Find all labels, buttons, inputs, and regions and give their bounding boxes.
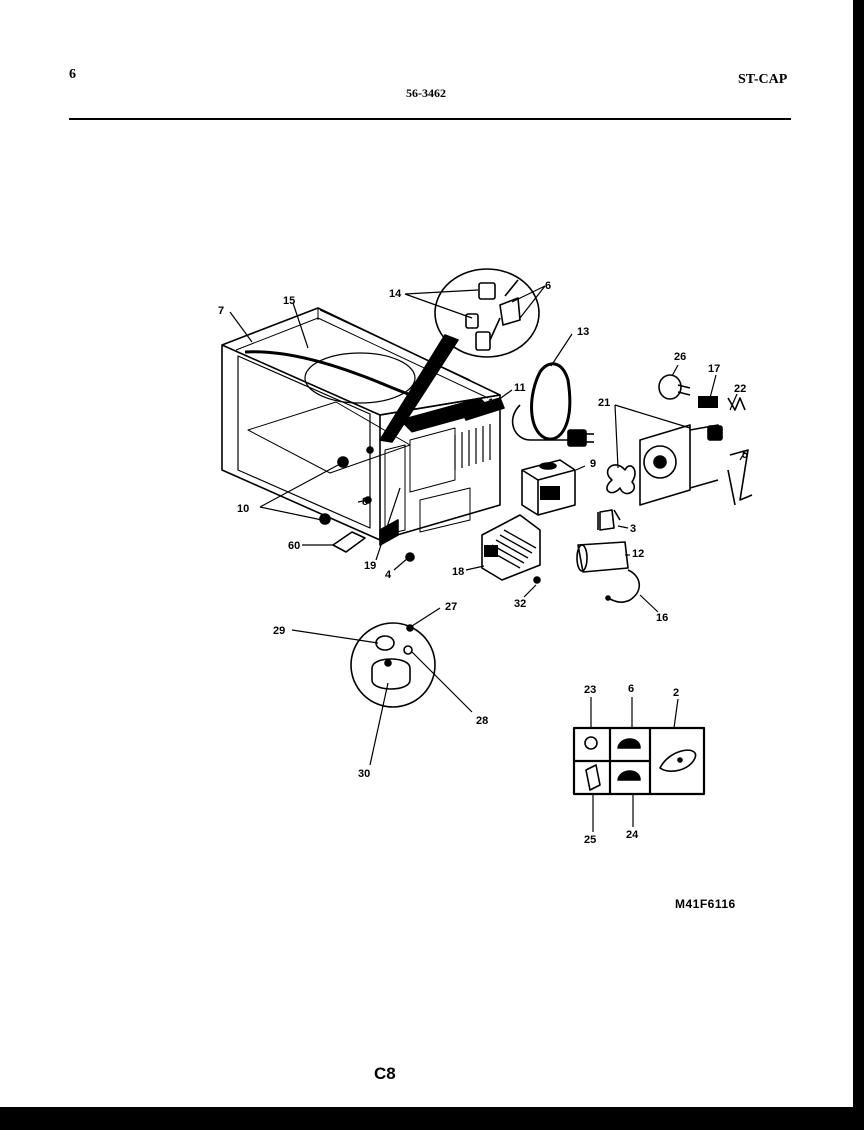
fan-assembly — [606, 424, 753, 506]
fasteners — [319, 446, 541, 584]
callout-8: 8 — [362, 496, 368, 508]
thermal-zoom-circle — [350, 622, 436, 708]
interlock-zoom-circle — [434, 268, 540, 358]
callout-25: 25 — [584, 834, 596, 846]
callout-1: 1 — [488, 397, 494, 409]
callout-32: 32 — [514, 598, 526, 610]
callout-27: 27 — [445, 601, 457, 613]
model-code: ST-CAP — [738, 72, 788, 87]
callout-11: 11 — [514, 382, 526, 394]
header-rule — [69, 118, 791, 120]
page-label: C8 — [374, 1064, 396, 1083]
callout-16: 16 — [656, 612, 668, 624]
callout-15: 15 — [283, 295, 295, 307]
part-number: 56-3462 — [406, 86, 446, 100]
callout-3: 3 — [630, 523, 636, 535]
leader-lines — [229, 285, 746, 832]
callout-9: 9 — [590, 458, 596, 470]
callout-17: 17 — [708, 363, 720, 375]
callout-22: 22 — [734, 383, 746, 395]
zoom-beam — [379, 334, 459, 443]
diagram-code: M41F6116 — [675, 897, 736, 911]
oven-cavity — [221, 307, 505, 541]
callout-4: 4 — [385, 569, 392, 581]
parts-kit-box — [572, 726, 706, 796]
callout-2: 2 — [673, 687, 679, 699]
callout-12: 12 — [632, 548, 644, 560]
callout-7: 7 — [218, 305, 224, 317]
capacitor — [576, 509, 640, 603]
callout-29: 29 — [273, 625, 285, 637]
transformer — [481, 514, 541, 581]
lamp-socket — [658, 374, 746, 411]
magnetron — [521, 459, 576, 516]
callout-13: 13 — [577, 326, 589, 338]
callout-18: 18 — [452, 566, 464, 578]
callout-30: 30 — [358, 768, 370, 780]
callout-6-top: 6 — [545, 280, 551, 292]
callout-23: 23 — [584, 684, 596, 696]
callout-60: 60 — [288, 540, 300, 552]
callout-26: 26 — [674, 351, 686, 363]
callout-24: 24 — [626, 829, 639, 841]
power-cord — [511, 362, 594, 447]
callout-19: 19 — [364, 560, 376, 572]
scan-border-right — [853, 0, 864, 1130]
scan-border-bottom — [0, 1107, 864, 1130]
callout-28: 28 — [476, 715, 488, 727]
page-number: 6 — [69, 67, 76, 82]
callout-10: 10 — [237, 503, 249, 515]
callout-5: 5 — [742, 449, 748, 461]
callout-14: 14 — [389, 288, 402, 300]
callout-6-box: 6 — [628, 683, 634, 695]
callout-21: 21 — [598, 397, 610, 409]
